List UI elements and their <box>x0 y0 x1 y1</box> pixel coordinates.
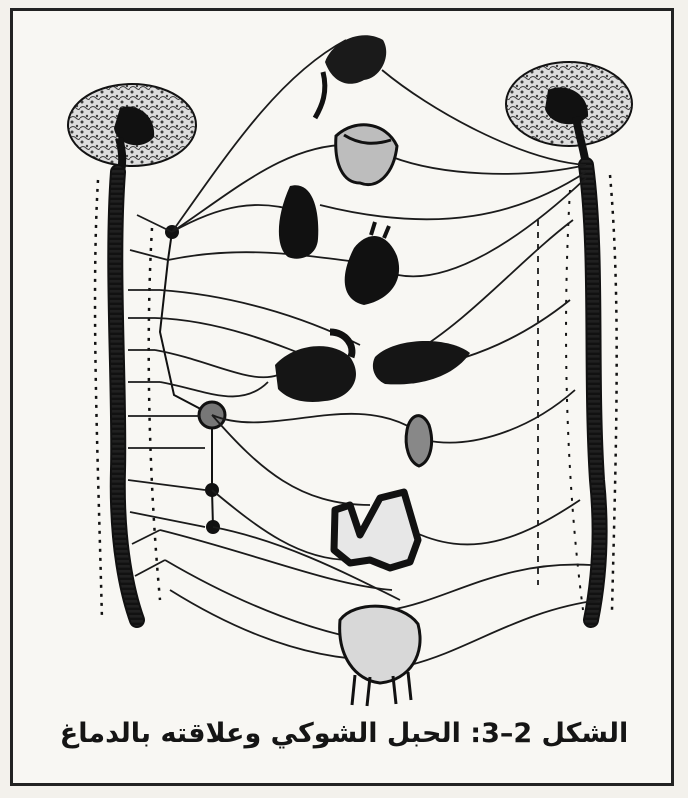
organ-kidney <box>406 416 431 466</box>
right-brain <box>506 62 632 165</box>
organ-intestine <box>334 492 418 568</box>
organ-eye <box>315 35 386 118</box>
figure-caption: الشكل 2–3: الحبل الشوكي وعلاقته بالدماغ <box>0 718 688 749</box>
organ-stomach <box>275 332 356 402</box>
organ-liver <box>373 341 470 384</box>
left-spinal-cord <box>95 172 160 620</box>
organ-heart <box>345 222 399 305</box>
right-spinal-cord <box>566 165 617 620</box>
left-brain <box>68 84 196 172</box>
organ-head-glands <box>336 125 397 185</box>
organ-lung <box>279 185 318 258</box>
organ-bladder-reproductive <box>340 606 420 706</box>
